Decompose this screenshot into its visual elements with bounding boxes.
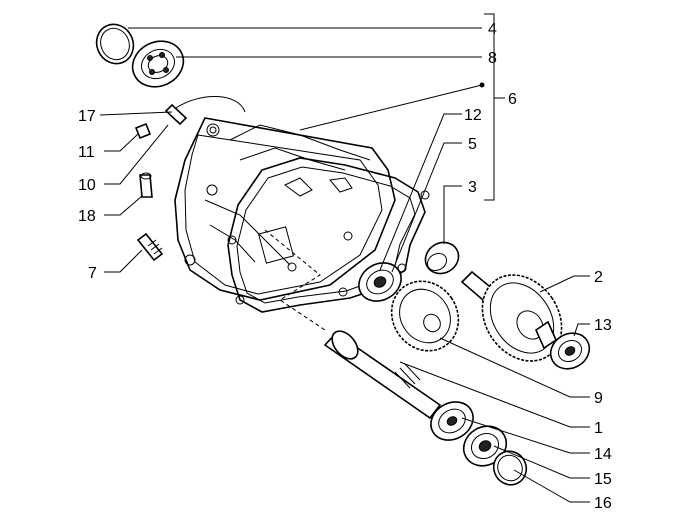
bearing-13 xyxy=(549,332,591,370)
label-7: 7 xyxy=(88,265,97,282)
label-10: 10 xyxy=(78,177,96,194)
callout-labels: 4 8 6 12 5 3 2 13 9 1 14 15 16 17 11 10 … xyxy=(78,21,612,512)
circlip-4 xyxy=(95,23,135,65)
seal-3 xyxy=(424,241,460,275)
gear-case-housing xyxy=(174,117,396,301)
drive-shaft-1 xyxy=(323,330,442,420)
label-3: 3 xyxy=(468,179,477,196)
circlip-16 xyxy=(492,450,528,486)
bearing-12 xyxy=(358,262,402,302)
gear-shaft-2 xyxy=(460,270,563,362)
bearing-8 xyxy=(131,40,185,88)
label-17: 17 xyxy=(78,108,96,125)
gear-9 xyxy=(390,280,460,352)
label-18: 18 xyxy=(78,208,96,225)
label-13: 13 xyxy=(594,317,612,334)
label-9: 9 xyxy=(594,390,603,407)
label-12: 12 xyxy=(464,107,482,124)
label-2: 2 xyxy=(594,269,603,286)
label-14: 14 xyxy=(594,446,612,463)
label-4: 4 xyxy=(488,21,497,38)
breather-17 xyxy=(164,96,246,126)
clip-11 xyxy=(134,122,152,140)
label-1: 1 xyxy=(594,420,603,437)
bolt-7 xyxy=(136,232,164,262)
gasket xyxy=(227,157,430,313)
label-16: 16 xyxy=(594,495,612,512)
clip-18 xyxy=(139,172,153,198)
label-8: 8 xyxy=(488,50,497,67)
label-5: 5 xyxy=(468,136,477,153)
leader-lines xyxy=(99,13,590,503)
label-15: 15 xyxy=(594,471,612,488)
label-6: 6 xyxy=(508,91,517,108)
bearing-14 xyxy=(430,401,474,441)
label-11: 11 xyxy=(78,144,95,161)
